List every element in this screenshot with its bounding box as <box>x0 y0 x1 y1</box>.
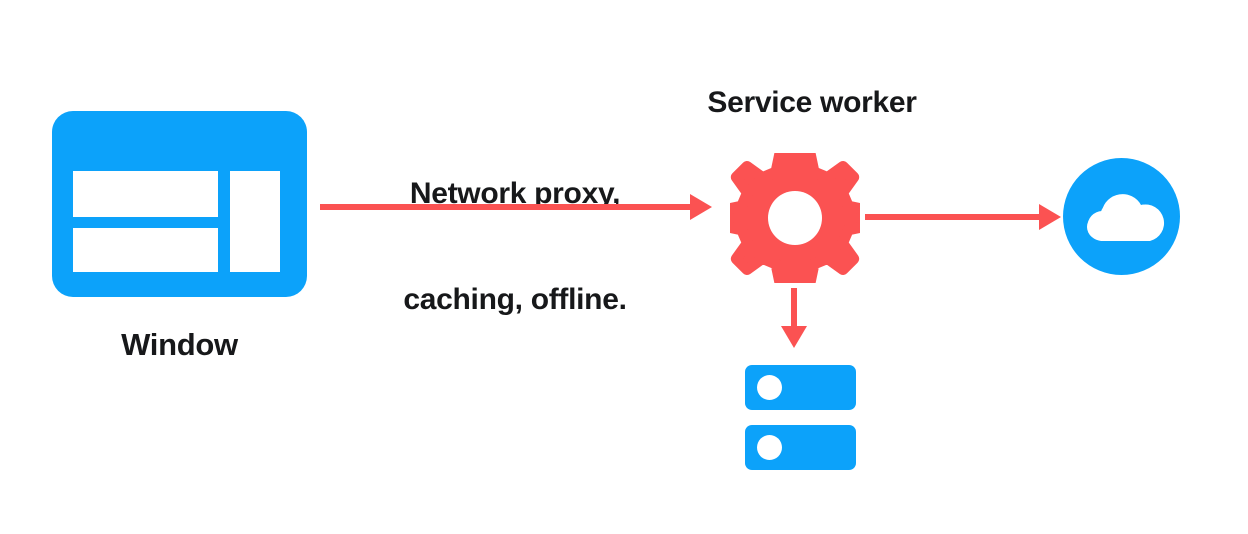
storage-node <box>745 365 856 470</box>
window-pane-bottom <box>73 228 218 272</box>
gear-icon <box>730 153 860 283</box>
arrow-service-worker-to-storage <box>781 288 807 348</box>
arrow-head-right-icon <box>690 194 712 220</box>
window-pane-top <box>73 171 218 217</box>
arrow-head-right-icon <box>1039 204 1061 230</box>
storage-indicator-dot <box>757 375 782 400</box>
network-proxy-caption: Network proxy, caching, offline. <box>365 105 665 388</box>
storage-indicator-dot <box>757 435 782 460</box>
window-pane-sidebar <box>230 171 280 272</box>
arrow-shaft <box>865 214 1041 220</box>
browser-window-icon <box>52 111 307 297</box>
database-storage-icon-bar-1 <box>745 365 856 410</box>
window-node <box>52 111 307 297</box>
service-worker-label: Service worker <box>707 86 917 119</box>
network-proxy-caption-line-2: caching, offline. <box>403 282 627 316</box>
arrow-window-to-service-worker <box>320 194 712 220</box>
cloud-icon <box>1087 194 1165 242</box>
window-node-label: Window <box>121 327 238 362</box>
arrow-head-down-icon <box>781 326 807 348</box>
database-storage-icon-bar-2 <box>745 425 856 470</box>
arrow-shaft <box>791 288 797 328</box>
cloud-node <box>1063 158 1180 275</box>
arrow-shaft <box>320 204 692 210</box>
arrow-service-worker-to-cloud <box>865 204 1061 230</box>
